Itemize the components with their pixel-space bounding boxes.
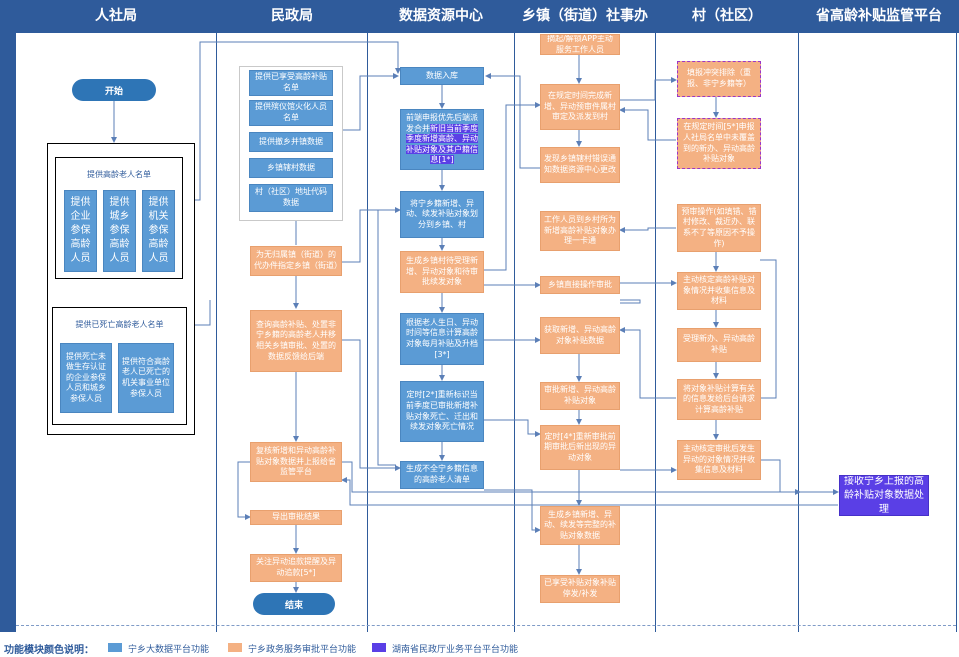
- tw-re-approve: 定时[4*]重新审批前期审批后新出现的异动对象: [540, 425, 620, 470]
- lane-divider: [655, 0, 656, 632]
- tw-complete-data: 生成乡镇新增、异动、续发等完整的补贴对象数据: [540, 506, 620, 545]
- hr-deceased-institution: 提供符合高龄老人已死亡的机关事业单位参保人员: [118, 343, 174, 413]
- legend-swatch-blue: [108, 643, 122, 652]
- dc-generate-pending: 生成乡镇村待受理新增、异动对象和待审批续发对象: [400, 251, 484, 293]
- hr-enterprise-insured: 提供企业参保高龄人员: [64, 190, 97, 272]
- lane-title-hr: 人社局: [95, 8, 137, 24]
- swimlane-header: [0, 0, 959, 33]
- color-legend: 功能模块颜色说明： 宁乡大数据平台功能 宁乡政务服务审批平台功能 湖南省民政厅业…: [0, 638, 959, 657]
- vl-verify-after-approval: 主动核定审批后发生异动的对象情况并收集信息及材料: [677, 440, 761, 480]
- vl-request-calculation: 将对象补贴计算有关的信息发给后台请求计算高龄补贴: [677, 379, 761, 420]
- ca-subsidy-list: 提供已享受高龄补贴名单: [249, 70, 333, 96]
- ca-assign-town: 为无归属镇（街道）的代办件指定乡镇（街道）: [250, 246, 342, 276]
- legend-swatch-orange: [228, 643, 242, 652]
- ca-export-results: 导出审批结果: [250, 510, 342, 525]
- vl-pre-review-operation: 预审操作(如填错、错村修改、裁近办、联系不了等原因不予操作): [677, 204, 761, 252]
- lane-title-village: 村（社区）: [692, 8, 762, 24]
- lane-divider: [798, 0, 799, 632]
- left-rail: [0, 33, 16, 632]
- tw-card-processing: 工作人员到乡村所为新增高龄补贴对象办理一卡通: [540, 211, 620, 251]
- hr-institution-insured: 提供机关参保高龄人员: [142, 190, 175, 272]
- lane-divider: [216, 0, 217, 632]
- hr-deceased-list-title: 提供已死亡高龄老人名单: [75, 320, 164, 329]
- tw-report-error: 发现乡镇辖村错误通知数据资源中心更改: [540, 147, 620, 183]
- start-node: 开始: [72, 79, 156, 101]
- bottom-divider: [16, 625, 956, 626]
- ca-merge-town-data: 提供撤乡并镇数据: [249, 132, 333, 152]
- ca-query-subsidy: 查询高龄补贴、处置非宁乡籍的高龄老人并移相关乡镇审批、处置的数据反馈给后端: [250, 310, 342, 372]
- dc-merge-applications: 前端申报优先后端派发合并新旧当前季度季度新增高龄、异动补贴对象及其户籍信息[1*…: [400, 109, 484, 170]
- tw-stop-resume: 已享受补贴对象补贴停发/补发: [540, 575, 620, 603]
- dc-merge-text: 前端申报优先后端派发合并: [406, 113, 478, 133]
- ca-cremation-list: 提供殡仪馆火化人员名单: [249, 100, 333, 126]
- lane-divider: [514, 0, 515, 632]
- tw-approve-objects: 审批新增、异动高龄补贴对象: [540, 382, 620, 410]
- lane-divider: [956, 0, 957, 632]
- lane-divider: [367, 0, 368, 632]
- lane-title-province: 省高龄补贴监管平台: [816, 8, 942, 24]
- end-node: 结束: [253, 593, 335, 615]
- vl-verify-collect: 主动核定高龄补贴对象情况并收集信息及材料: [677, 272, 761, 310]
- lane-title-civil-affairs: 民政局: [271, 8, 313, 24]
- legend-label-big-data: 宁乡大数据平台功能: [128, 645, 210, 655]
- ca-town-village-data: 乡镇辖村数据: [249, 158, 333, 178]
- lane-title-township: 乡镇（街道）社事办: [522, 8, 648, 24]
- tw-pre-review: 在规定时间完成新增、异动预审件属村审定及派发到村: [540, 84, 620, 130]
- dc-data-import: 数据入库: [400, 67, 484, 85]
- pv-receive-data: 接收宁乡上报的高龄补贴对象数据处理: [839, 475, 929, 516]
- lane-title-data-center: 数据资源中心: [399, 8, 483, 24]
- legend-label-approval: 宁乡政务服务审批平台功能: [248, 645, 357, 655]
- legend-swatch-purple: [372, 643, 386, 652]
- hr-elderly-list-title: 提供高龄老人名单: [87, 170, 151, 179]
- tw-unlock-app: 摘起/解锁APP主动服务工作人员: [540, 34, 620, 55]
- tw-get-subsidy-data: 获取新增、异动高龄对象补贴数据: [540, 317, 620, 354]
- legend-label-province: 湖南省民政厅业务平台平台功能: [392, 645, 519, 655]
- hr-urban-rural-insured: 提供城乡参保高龄人员: [103, 190, 136, 272]
- legend-title: 功能模块颜色说明：: [4, 645, 94, 656]
- ca-review-report: 复核新增和异动高龄补贴对象数据并上报给省监管平台: [250, 442, 342, 482]
- dc-incomplete-list: 生成不全宁乡籍信息的高龄老人清单: [400, 461, 484, 489]
- ca-recovery-alert: 关注异动追款提醒及异动追款[5*]: [250, 554, 342, 582]
- tw-direct-approval: 乡镇直接操作审批: [540, 276, 620, 294]
- vl-conflict-exclusion: 填报冲突排除（重报、非宁乡籍等）: [677, 61, 761, 97]
- dc-divide-objects: 将宁乡籍新增、异动、续发补贴对象划分到乡镇、村: [400, 191, 484, 238]
- dc-calc-subsidy: 根据老人生日、异动时间等信息计算高龄对象每月补贴及升档[3*]: [400, 313, 484, 365]
- ca-address-code-data: 村（社区）地址代码数据: [249, 184, 333, 212]
- vl-accept-application: 受理新办、异动高龄补贴: [677, 328, 761, 362]
- hr-deceased-enterprise: 提供死亡未做生存认证的企业参保人员和城乡参保人员: [60, 343, 112, 413]
- dc-mark-deceased: 定时[2*]重新标识当前季度已审批新增补贴对象死亡、迁出和续发对象死亡情况: [400, 381, 484, 442]
- vl-declare-uncovered: 在规定时间[5*]申报人社局名单中未覆盖到的新办、异动高龄补贴对象: [677, 118, 761, 169]
